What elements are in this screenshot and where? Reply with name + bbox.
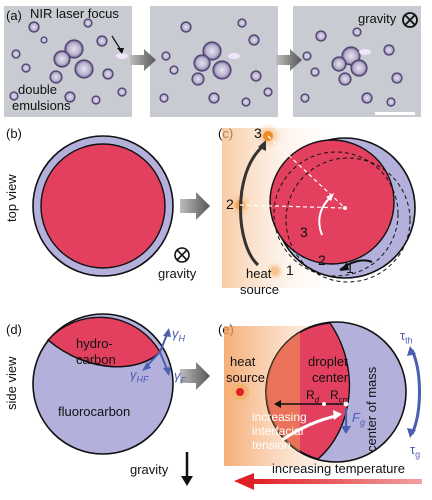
temperature-label: increasing temperature: [272, 461, 405, 476]
tau-th-label: τth: [400, 328, 413, 346]
rd-label: Rd: [306, 388, 320, 405]
hydrocarbon-core-c: [269, 139, 395, 265]
interfacial-label-2: interfacial: [252, 424, 304, 438]
gravity-label-c: gravity: [158, 266, 197, 281]
interfacial-label-1: increasing: [252, 410, 307, 424]
micrograph-3-drawing: [293, 6, 421, 117]
panel-b-label: (b): [6, 126, 22, 141]
position-1-bottom: 1: [286, 262, 294, 278]
panel-d-label: (d): [6, 322, 22, 337]
position-1-droplet: 1: [346, 260, 354, 276]
droplet-center-label-2: center: [312, 370, 349, 385]
position-2-droplet: 2: [318, 252, 326, 268]
droplet-center-label-1: droplet: [308, 354, 348, 369]
hydrocarbon-core-b: [40, 143, 166, 269]
hydrocarbon-label-1: hydro-: [76, 336, 113, 351]
arrow-b-to-c: [180, 192, 210, 220]
panel-a-label: (a): [6, 8, 22, 23]
position-3-droplet: 3: [300, 224, 308, 240]
micrograph-2: [150, 6, 278, 117]
micrograph-1: [4, 6, 132, 117]
rcm-label: Rcm: [330, 388, 350, 405]
gamma-f-label: γF: [174, 368, 186, 386]
gravity-label-d: gravity: [130, 462, 169, 477]
position-3-top: 3: [254, 125, 262, 141]
micrograph-1-drawing: [4, 6, 132, 117]
gravity-symbol-c: [174, 247, 190, 263]
gravity-label-a: gravity: [358, 11, 397, 26]
tau-g-label: τg: [410, 442, 421, 460]
interfacial-label-3: tension: [252, 438, 291, 452]
micrograph-2-drawing: [150, 6, 278, 117]
arrow-d-to-e: [180, 362, 210, 390]
emulsion-label-1: double: [18, 82, 58, 97]
heat-source-label-e-1: heat: [230, 354, 256, 369]
fluorocarbon-label: fluorocarbon: [58, 404, 131, 419]
gamma-h-label: γH: [172, 326, 185, 344]
heat-source-label-c-2: source: [240, 282, 280, 297]
temperature-arrow: [252, 479, 422, 484]
emulsion-label-2: emulsions: [12, 98, 71, 113]
center-of-mass-label: center of mass: [364, 366, 379, 452]
position-2-left: 2: [226, 196, 234, 212]
heat-source-label-c-1: heat: [246, 266, 272, 281]
arrow-a1: [130, 49, 156, 71]
scale-bar: [375, 112, 415, 115]
micrograph-3: [293, 6, 421, 117]
hydrocarbon-label-2: carbon: [76, 352, 116, 367]
gamma-hf-label: γHF: [130, 367, 149, 385]
fg-label: Fg: [352, 410, 365, 428]
heat-source-label-e-2: source: [226, 370, 266, 385]
arrow-a2: [276, 49, 302, 71]
laser-focus-label: NIR laser focus: [30, 6, 119, 21]
heat-path-arrow: [239, 145, 264, 267]
